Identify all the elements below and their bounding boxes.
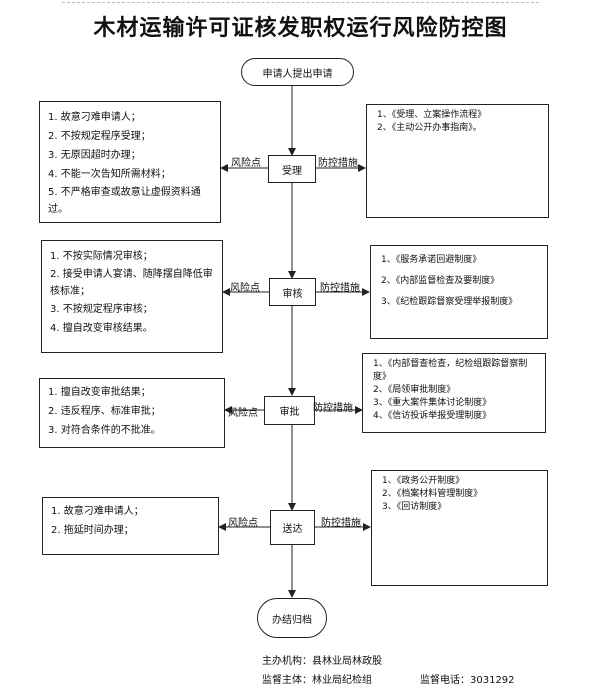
risk-item: 1. 故意刁难申请人； <box>51 506 144 517</box>
control-item: 1、《受理、立案操作流程》 <box>377 110 487 120</box>
control-item: 1、《内部督查检查，纪检组跟踪督察制度》 <box>373 359 528 382</box>
risk-box-review: 1. 不按实际情况审核； 2. 接受申请人宴请、随降摆自降低审核标准； 3. 不… <box>41 240 223 353</box>
control-label-review: 防控措施 <box>320 283 360 294</box>
footer-organizer: 主办机构：县林业局林政股 <box>262 656 382 667</box>
risk-item: 4. 擅自改变审核结果。 <box>50 323 153 334</box>
control-label-approve: 防控措施 <box>313 403 353 414</box>
risk-item: 3. 对符合条件的不批准。 <box>48 425 161 436</box>
control-item: 2、《内部监督检查及要制度》 <box>381 276 500 286</box>
risk-item: 2. 不按规定程序受理； <box>48 131 151 142</box>
control-item: 4、《信访投诉举报受理制度》 <box>373 411 492 421</box>
start-node: 申请人提出申请 <box>241 58 354 86</box>
control-item: 3、《纪检跟踪督察受理举报制度》 <box>381 297 518 307</box>
control-item: 2、《档案材料管理制度》 <box>382 489 483 499</box>
control-item: 3、《回访制度》 <box>382 502 447 512</box>
control-item: 2、《主动公开办事指南》。 <box>377 123 482 133</box>
risk-label-deliver: 风险点 <box>228 518 258 529</box>
risk-item: 1. 擅自改变审批结果； <box>48 387 151 398</box>
risk-label-approve: 风险点 <box>228 408 258 419</box>
control-box-accept: 1、《受理、立案操作流程》 2、《主动公开办事指南》。 <box>366 104 549 218</box>
control-box-deliver: 1、《政务公开制度》 2、《档案材料管理制度》 3、《回访制度》 <box>371 470 548 586</box>
risk-box-approve: 1. 擅自改变审批结果； 2. 违反程序、标准审批； 3. 对符合条件的不批准。 <box>39 378 225 448</box>
step-deliver: 送达 <box>270 510 315 545</box>
footer-phone: 监督电话：3031292 <box>420 675 515 686</box>
risk-item: 4. 不能一次告知所需材料； <box>48 169 171 180</box>
risk-item: 5. 不严格审查或故意让虚假资料通过。 <box>48 187 201 215</box>
page-title: 木材运输许可证核发职权运行风险防控图 <box>93 16 508 41</box>
risk-box-deliver: 1. 故意刁难申请人； 2. 拖延时间办理； <box>42 497 219 555</box>
control-label-accept: 防控措施 <box>318 158 358 169</box>
risk-item: 2. 拖延时间办理； <box>51 525 134 536</box>
risk-item: 3. 无原因超时办理； <box>48 150 141 161</box>
end-node: 办结归档 <box>257 598 327 638</box>
control-item: 1、《政务公开制度》 <box>382 476 465 486</box>
step-accept: 受理 <box>268 155 316 183</box>
risk-label-accept: 风险点 <box>231 158 261 169</box>
control-item: 3、《重大案件集体讨论制度》 <box>373 398 492 408</box>
control-box-approve: 1、《内部督查检查，纪检组跟踪督察制度》 2、《局领审批制度》 3、《重大案件集… <box>362 353 546 433</box>
control-label-deliver: 防控措施 <box>321 518 361 529</box>
top-divider <box>62 2 539 3</box>
control-box-review: 1、《服务承诺回避制度》 2、《内部监督检查及要制度》 3、《纪检跟踪督察受理举… <box>370 245 548 339</box>
footer-supervisor: 监督主体：林业局纪检组 <box>262 675 372 686</box>
control-item: 1、《服务承诺回避制度》 <box>381 255 482 265</box>
risk-item: 2. 接受申请人宴请、随降摆自降低审核标准； <box>50 269 213 297</box>
risk-label-review: 风险点 <box>230 283 260 294</box>
risk-item: 3. 不按规定程序审核； <box>50 304 153 315</box>
step-review: 审核 <box>269 278 316 306</box>
risk-item: 2. 违反程序、标准审批； <box>48 406 161 417</box>
control-item: 2、《局领审批制度》 <box>373 385 456 395</box>
risk-item: 1. 故意刁难申请人； <box>48 112 141 123</box>
step-approve: 审批 <box>264 396 315 425</box>
risk-item: 1. 不按实际情况审核； <box>50 251 153 262</box>
risk-box-accept: 1. 故意刁难申请人； 2. 不按规定程序受理； 3. 无原因超时办理； 4. … <box>39 101 221 223</box>
